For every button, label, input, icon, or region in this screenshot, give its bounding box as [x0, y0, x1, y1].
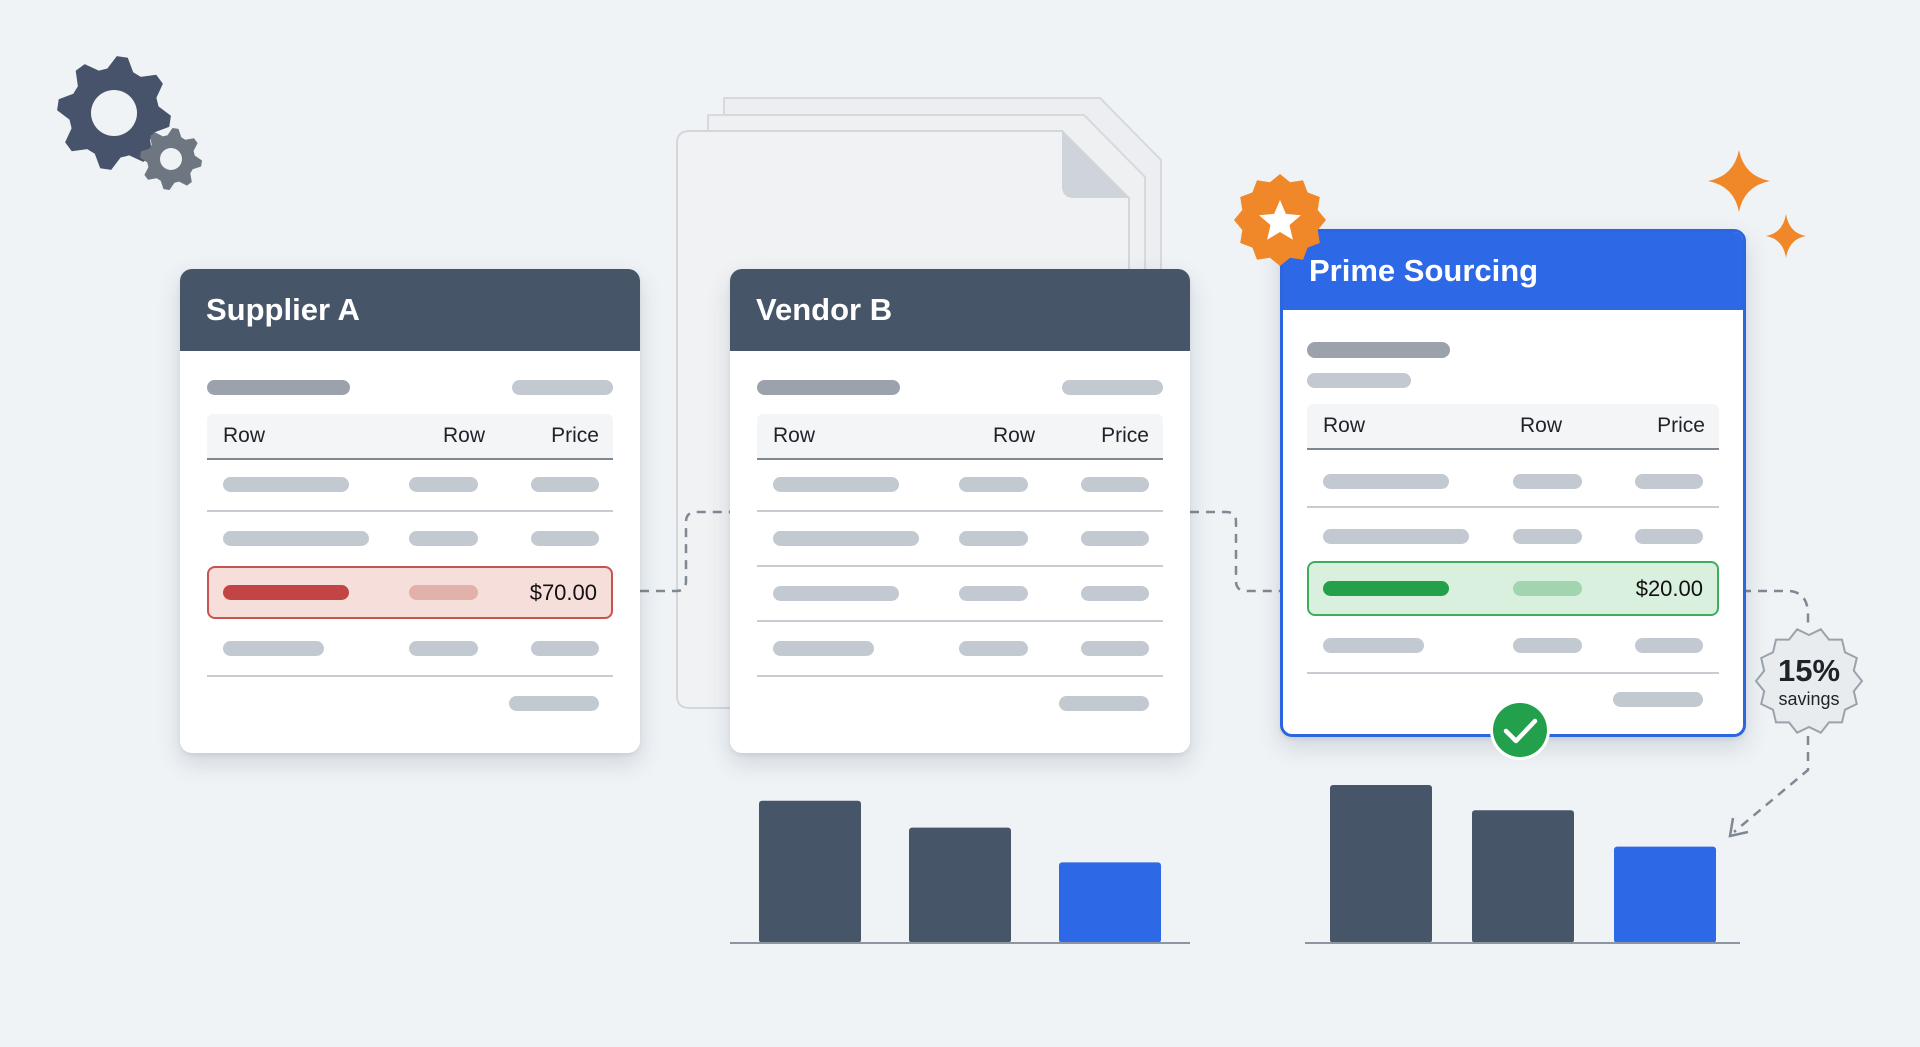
prime-sourcing-card[interactable]: Prime Sourcing Row Row Price $20.00 — [1280, 229, 1746, 737]
table-header: Row Row Price — [207, 414, 613, 460]
column-header: Price — [1101, 424, 1149, 447]
total-placeholder — [509, 696, 599, 711]
sparkle-icon — [1708, 150, 1806, 258]
total-placeholder — [1059, 696, 1149, 711]
column-header: Row — [443, 424, 486, 447]
gears-icon — [57, 56, 202, 190]
column-header: Row — [1323, 414, 1366, 437]
supplier-card-a[interactable]: Supplier A Row Row Price $70.00 — [180, 269, 640, 753]
column-header: Row — [993, 424, 1036, 447]
highlighted-row-best-price[interactable]: $20.00 — [1307, 561, 1719, 616]
card-title: Prime Sourcing — [1283, 232, 1743, 310]
highlighted-row-high-price[interactable]: $70.00 — [207, 566, 613, 619]
price-value: $20.00 — [1635, 575, 1703, 601]
column-header: Price — [1657, 414, 1705, 437]
placeholder-bar — [207, 380, 350, 395]
table-header: Row Row Price — [1307, 404, 1719, 450]
table-header: Row Row Price — [757, 414, 1163, 460]
connector-lines — [640, 510, 1810, 833]
total-placeholder — [1613, 692, 1703, 707]
arrow-head-icon — [1728, 817, 1749, 838]
price-value: $70.00 — [529, 579, 597, 605]
placeholder-bar — [1307, 342, 1450, 358]
card-title: Vendor B — [730, 269, 1190, 351]
column-header: Row — [773, 424, 816, 447]
placeholder-bar — [1062, 380, 1163, 395]
placeholder-bar — [512, 380, 613, 395]
column-header: Price — [551, 424, 599, 447]
vendor-card-b[interactable]: Vendor B Row Row Price — [730, 269, 1190, 753]
placeholder-bar — [757, 380, 900, 395]
column-header: Row — [1520, 414, 1563, 437]
placeholder-bar — [1307, 373, 1411, 388]
column-header: Row — [223, 424, 266, 447]
card-title: Supplier A — [180, 269, 640, 351]
